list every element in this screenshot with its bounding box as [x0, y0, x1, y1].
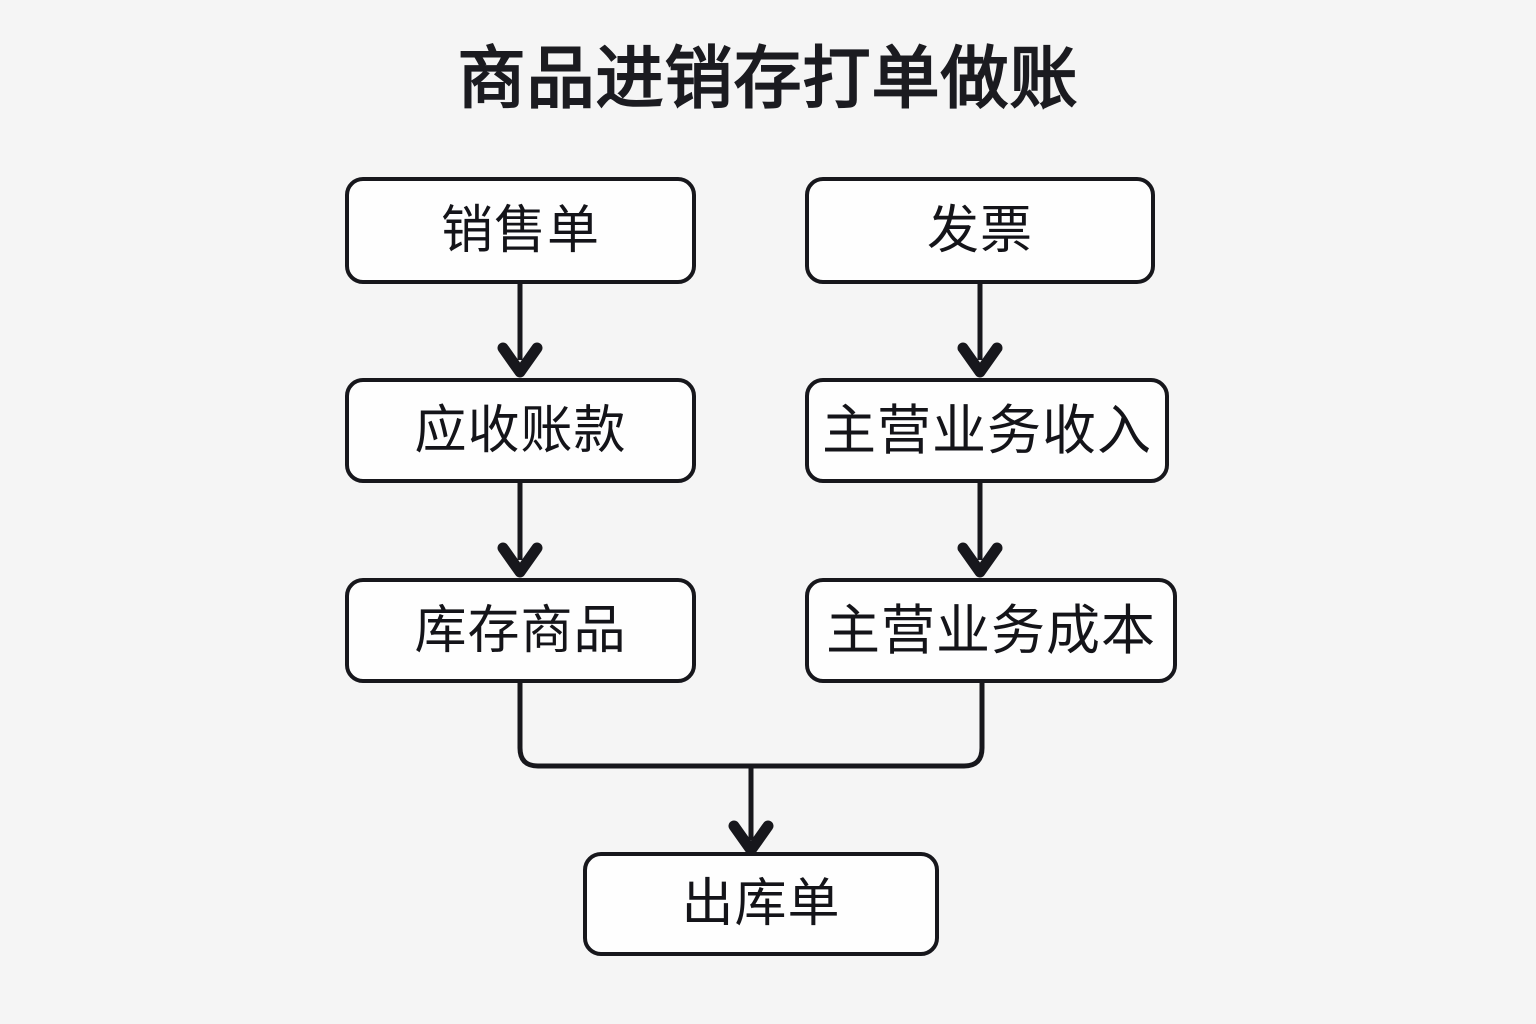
edge-sales-order-to-receivable — [497, 284, 543, 378]
node-cost[interactable]: 主营业务成本 — [805, 578, 1177, 683]
node-sales-order[interactable]: 销售单 — [345, 177, 696, 284]
node-sales-order-label: 销售单 — [440, 201, 600, 260]
node-revenue-label: 主营业务收入 — [822, 400, 1152, 461]
edge-merge-to-outbound — [517, 683, 985, 856]
node-inventory-label: 库存商品 — [414, 601, 627, 660]
page-title: 商品进销存打单做账 — [457, 41, 1079, 117]
node-invoice-label: 发票 — [926, 201, 1033, 260]
node-cost-label: 主营业务成本 — [826, 600, 1156, 661]
edge-invoice-to-revenue — [957, 284, 1003, 378]
node-outbound-label: 出库单 — [681, 875, 841, 933]
node-outbound[interactable]: 出库单 — [583, 852, 939, 956]
node-invoice[interactable]: 发票 — [805, 177, 1155, 284]
node-receivable-label: 应收账款 — [414, 401, 627, 460]
node-revenue[interactable]: 主营业务收入 — [805, 378, 1169, 483]
edge-receivable-to-inventory — [497, 483, 543, 578]
edge-revenue-to-cost — [957, 483, 1003, 578]
node-receivable[interactable]: 应收账款 — [345, 378, 696, 483]
node-inventory[interactable]: 库存商品 — [345, 578, 696, 683]
